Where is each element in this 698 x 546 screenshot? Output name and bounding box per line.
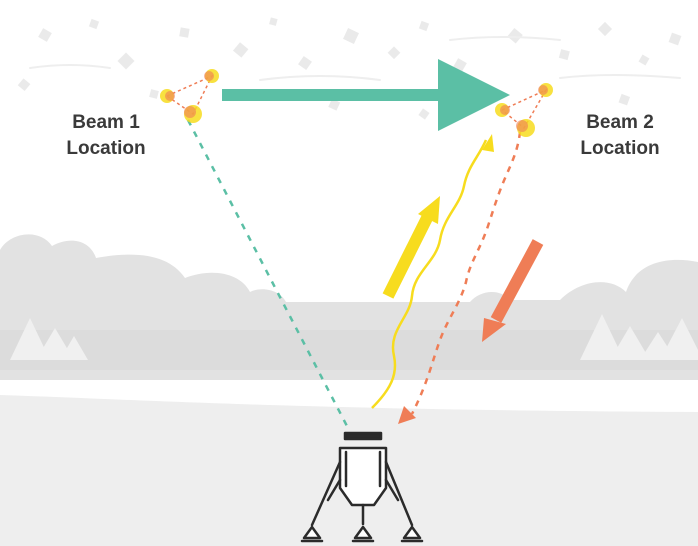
uplink-arrow — [388, 196, 440, 296]
triangle-dots-icon — [495, 83, 553, 137]
beam2-location-label: Beam 2 Location — [566, 110, 674, 162]
beam1-label-line1: Beam 1 — [52, 110, 160, 136]
beam2-label-line1: Beam 2 — [566, 110, 674, 136]
starfield — [18, 17, 682, 119]
beam1-location-label: Beam 1 Location — [52, 110, 160, 162]
beam2-label-line2: Location — [566, 136, 674, 162]
triangle-dots-icon — [160, 69, 219, 123]
beam1-label-line2: Location — [52, 136, 160, 162]
